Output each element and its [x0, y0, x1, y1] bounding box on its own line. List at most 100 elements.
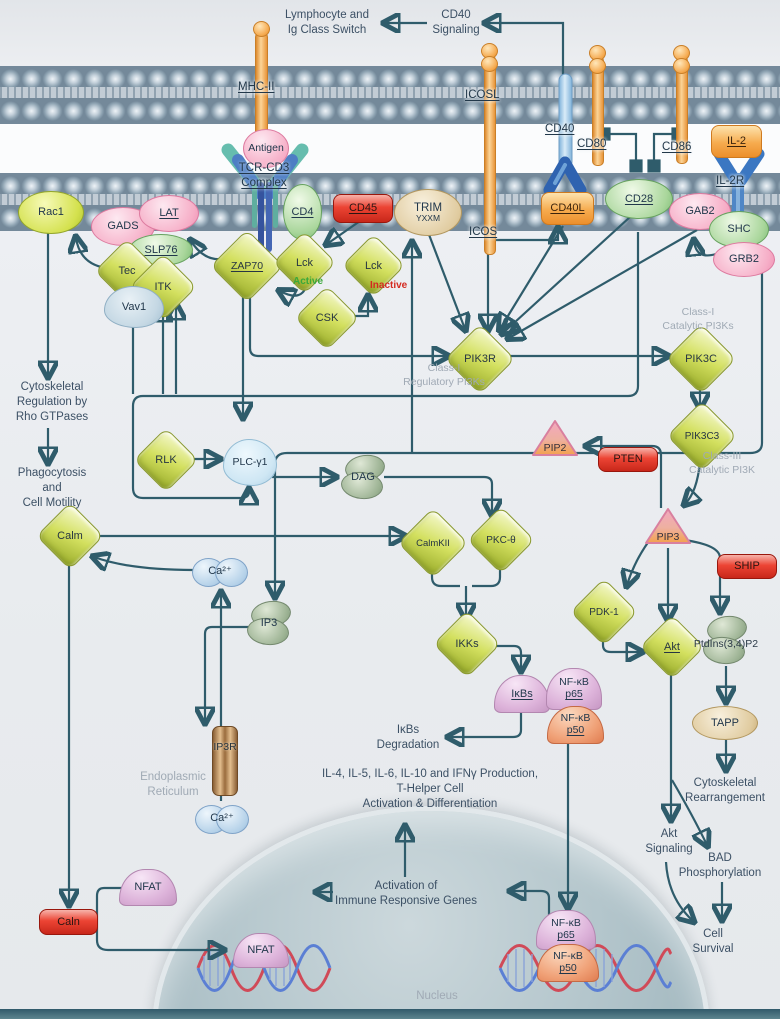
nfkb-p50-nucleus: NF-κB p50 — [537, 944, 599, 982]
arrow — [486, 23, 565, 80]
nucleus-label: Nucleus — [416, 990, 458, 1002]
arrow — [601, 634, 641, 652]
annotation-ikb-degradation: IκBs Degradation — [376, 724, 440, 751]
arrow — [491, 229, 558, 240]
zap70-label: ZAP70 — [230, 260, 264, 272]
pik3c-label: PIK3C — [685, 353, 717, 365]
calcium-label: Ca²⁺ — [210, 812, 234, 825]
plc-gamma1: PLC-γ1 — [223, 439, 277, 486]
icosl-label: ICOSL — [465, 89, 500, 101]
cd45-label: CD45 — [348, 202, 378, 215]
cd86-bead — [673, 58, 690, 74]
arrow — [597, 127, 643, 173]
cd40l: CD40L — [541, 192, 594, 225]
pdk1-label: PDK-1 — [589, 606, 619, 618]
pten: PTEN — [598, 447, 658, 472]
cd80-label: CD80 — [577, 138, 607, 150]
arrow — [683, 538, 720, 611]
csk-label: CSK — [315, 312, 339, 324]
annotation-cytoskeletal-regulation: Cytoskeletal Regulation by Rho GTPases — [15, 381, 89, 423]
tapp: TAPP — [692, 706, 758, 740]
ikks-label: IKKs — [455, 638, 479, 650]
tapp-label: TAPP — [711, 716, 739, 729]
icos-bead — [481, 56, 498, 72]
arrow — [248, 281, 447, 356]
il2r-label: IL-2R — [716, 175, 745, 187]
annotation-cd40-signaling: CD40 Signaling — [432, 9, 480, 36]
annotation-akt-signaling: Akt Signaling — [645, 828, 693, 855]
annotation-class3-catalytic: Class-III Catalytic PI3K — [689, 450, 755, 476]
arrow — [627, 540, 650, 585]
arrow — [694, 241, 717, 255]
mhc2-head — [253, 21, 270, 37]
dag: DAG — [341, 455, 385, 499]
ip3-label: IP3 — [260, 616, 278, 629]
annotation-class1-regulatory: Class-I Regulatory PI3Ks — [403, 362, 485, 388]
vav1-label: Vav1 — [121, 300, 147, 313]
annotation-er: Endoplasmic Reticulum — [140, 771, 206, 798]
ip3r-label: IP3R — [213, 741, 237, 753]
pten-label: PTEN — [613, 453, 643, 466]
p65-label: p65 — [565, 688, 583, 700]
tcr-cd3-receptor — [221, 143, 309, 252]
ship-label: SHIP — [734, 560, 760, 573]
ip3: IP3 — [247, 601, 291, 645]
grb2-label: GRB2 — [729, 253, 759, 266]
arrow — [94, 557, 194, 570]
cd80-bead — [589, 58, 606, 74]
gab2: GAB2 — [669, 193, 731, 230]
arrow — [384, 475, 492, 514]
arrow — [205, 625, 252, 722]
cd28-label: CD28 — [624, 192, 654, 205]
pip2: PIP2 — [531, 419, 579, 457]
nfkb-label: NF-κB — [559, 676, 589, 689]
calmkii-label: CalmKII — [416, 537, 450, 549]
trim-motif-label: YXXM — [415, 213, 441, 224]
pkc-theta-label: PKC-θ — [486, 534, 516, 546]
tcr-label: TCR-CD3 Complex — [238, 162, 290, 189]
calcium-er: Ca²⁺ — [195, 802, 249, 835]
gads-label: GADS — [107, 220, 139, 233]
annotation-activation-genes: Activation of Immune Responsive Genes — [335, 880, 477, 907]
calcium-cytosol: Ca²⁺ — [192, 555, 248, 588]
cd4-label: CD4 — [291, 205, 314, 218]
vav1: Vav1 — [104, 286, 164, 328]
cd28: CD28 — [605, 179, 673, 219]
lck-inactive-state: Inactive — [370, 280, 408, 291]
p65-label: p65 — [557, 929, 575, 941]
annotation-phagocytosis: Phagocytosis and Cell Motility — [17, 467, 87, 509]
pip3: PIP3 — [644, 506, 692, 546]
caln-label: Caln — [57, 915, 80, 928]
arrow — [430, 556, 460, 588]
arrow — [131, 232, 640, 498]
rlk-label: RLK — [155, 454, 177, 466]
arrow — [647, 127, 685, 173]
cd40-receptor — [543, 73, 587, 196]
calm-label: Calm — [57, 530, 83, 542]
annotation-cytokine-production: IL-4, IL-5, IL-6, IL-10 and IFNγ Product… — [321, 768, 539, 810]
bottom-edge-bar — [0, 1009, 780, 1019]
lat-label: LAT — [159, 207, 179, 220]
annotation-cell-survival: Cell Survival — [692, 928, 734, 955]
pip2-label: PIP2 — [543, 442, 567, 454]
trim-label: TRIM — [413, 201, 443, 214]
nfkb-p65-cytosol: NF-κB p65 — [546, 668, 602, 710]
arrow — [664, 861, 693, 921]
ip3r-channel[interactable]: IP3R — [212, 726, 238, 796]
arrow — [426, 231, 465, 329]
mhc2-label: MHC-II — [238, 81, 275, 93]
antigen: Antigen — [243, 129, 289, 168]
ship: SHIP — [717, 554, 777, 579]
extracellular-band — [0, 0, 780, 66]
slp76-label: SLP76 — [144, 243, 178, 256]
plc-gamma1-label: PLC-γ1 — [232, 455, 268, 468]
arrow — [472, 553, 502, 588]
annotation-class1-catalytic: Class-I Catalytic PI3Ks — [662, 306, 734, 332]
arrow — [327, 220, 361, 244]
annotation-cytoskeletal-rearrangement: Cytoskeletal Rearrangement — [685, 777, 765, 804]
ikbs-label: IκBs — [511, 687, 533, 700]
lck-active-state: Active — [293, 276, 324, 287]
pip3-label: PIP3 — [656, 531, 680, 543]
